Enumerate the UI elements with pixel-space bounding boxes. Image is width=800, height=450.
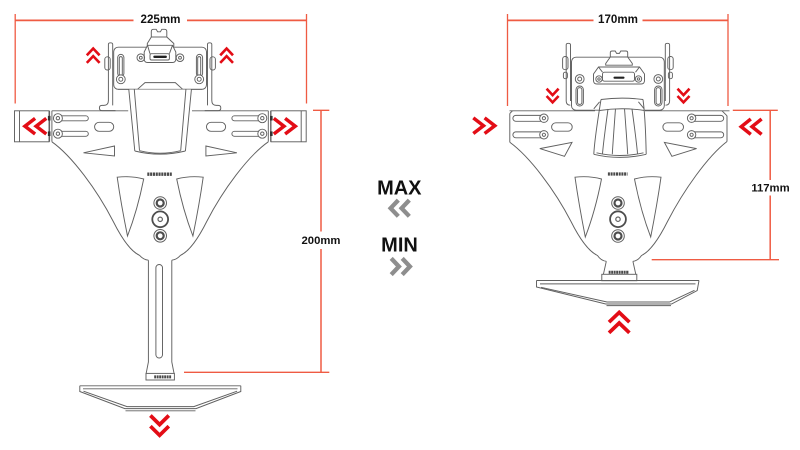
svg-text:MIN: MIN	[381, 235, 418, 257]
svg-text:117mm: 117mm	[751, 183, 789, 195]
svg-text:MAX: MAX	[377, 178, 422, 200]
svg-text:225mm: 225mm	[141, 13, 181, 26]
svg-text:170mm: 170mm	[598, 13, 638, 26]
svg-text:200mm: 200mm	[302, 235, 341, 247]
